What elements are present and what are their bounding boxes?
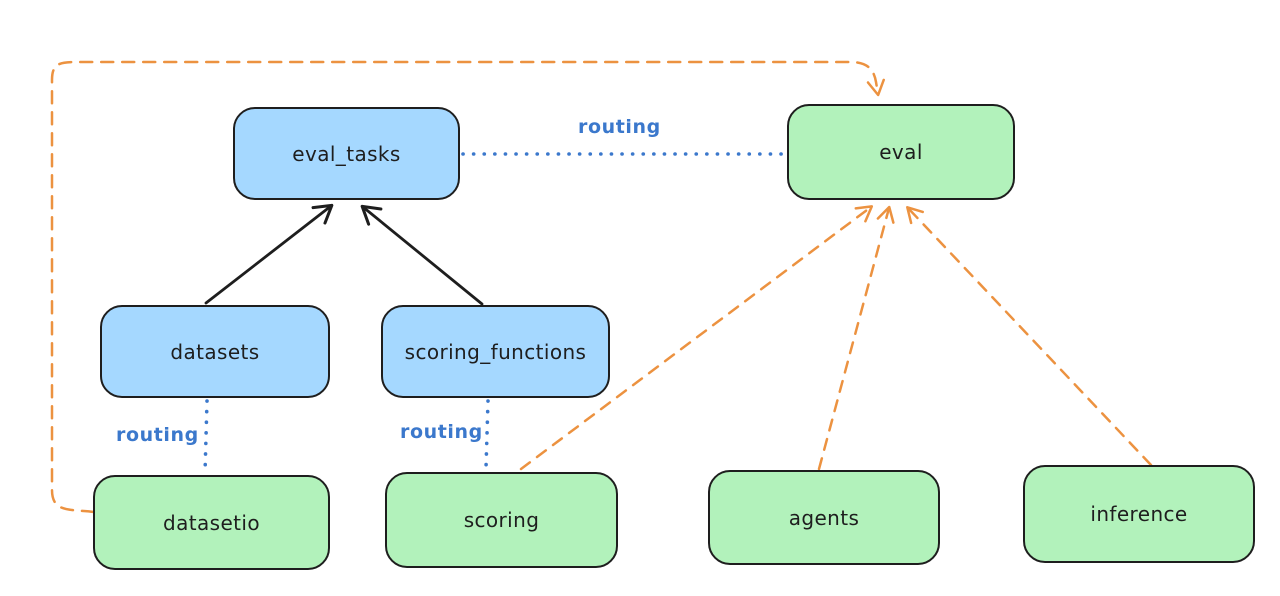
node-scoring-functions: scoring_functions	[381, 305, 610, 398]
edge-datasets-to-eval-tasks-arrow	[204, 203, 334, 305]
node-datasetio: datasetio	[93, 475, 330, 570]
node-inference-label: inference	[1090, 502, 1188, 526]
node-agents: agents	[708, 470, 940, 565]
edge-label-routing-datasets-datasetio: routing	[116, 424, 199, 446]
edge-label-routing-eval-tasks-eval: routing	[578, 116, 661, 138]
node-datasetio-label: datasetio	[162, 510, 260, 535]
edge-scoring-functions-to-eval-tasks-arrow	[360, 204, 484, 306]
node-inference: inference	[1023, 465, 1255, 563]
node-eval-tasks-label: eval_tasks	[292, 141, 401, 166]
edge-agents-to-eval-dashed-arrow	[817, 205, 895, 471]
edge-scoring-functions-to-scoring-dotted	[484, 399, 490, 470]
node-agents-label: agents	[788, 505, 860, 530]
edge-datasets-to-datasetio-dotted	[203, 399, 209, 475]
node-datasets: datasets	[100, 305, 330, 398]
node-scoring: scoring	[385, 472, 618, 568]
edge-inference-to-eval-dashed-arrow	[906, 206, 1153, 467]
node-eval-label: eval	[879, 140, 923, 164]
node-eval-tasks: eval_tasks	[233, 107, 460, 200]
node-eval: eval	[787, 104, 1015, 200]
node-scoring-label: scoring	[463, 508, 540, 532]
edge-label-routing-scoring-functions-scoring: routing	[400, 421, 483, 443]
node-scoring-functions-label: scoring_functions	[404, 339, 587, 364]
node-datasets-label: datasets	[170, 339, 260, 364]
